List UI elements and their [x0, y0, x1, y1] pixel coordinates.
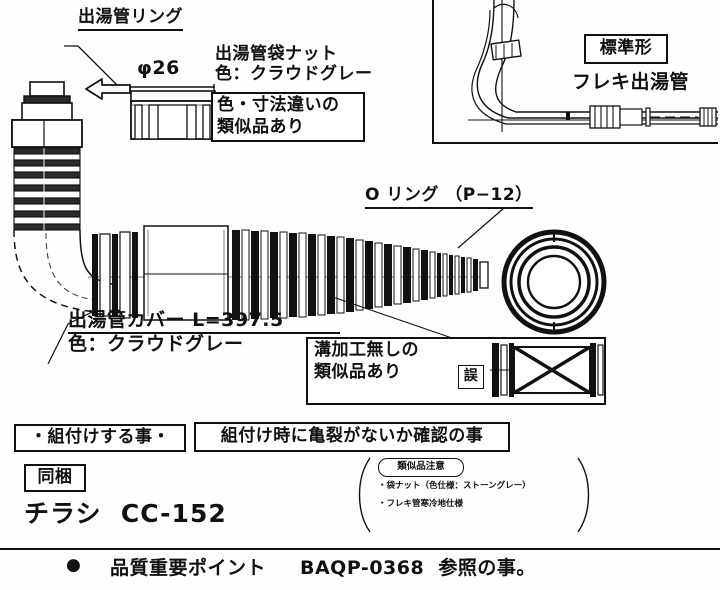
assemble-instruction-label: ・組付けする事・ — [30, 427, 170, 448]
standard-type-badge-label: 標準形 — [599, 38, 653, 59]
cover-color-label: 色：クラウドグレー — [68, 333, 244, 355]
cap-nut-warn-line-1: 色・寸法違いの — [217, 95, 340, 115]
similar-parts-caution-header-label: 類似品注意 — [397, 461, 445, 473]
outlet-ring-label: 出湯管リング — [78, 7, 183, 32]
groove-warn-line-2: 類似品あり — [314, 362, 402, 382]
similar-parts-item-1: ・フレキ管寒冷地仕様 — [378, 499, 464, 509]
inset-frame-bottom — [432, 142, 718, 144]
cap-nut-counterfeit-warning-box: 色・寸法違いの 類似品あり — [211, 92, 365, 142]
crack-check-label: 組付け時に亀裂がないか確認の事 — [220, 426, 484, 447]
corrugated-hose-main-view — [88, 225, 489, 321]
groove-warning-leader-line — [329, 295, 453, 339]
standard-type-inset-panel: 標準形 フレキ出湯管 — [432, 0, 720, 146]
outlet-pipe-cover-sleeve — [143, 225, 229, 321]
flex-pipe-vertical-assembly — [11, 81, 113, 313]
o-ring-label: O リング （P−12） — [365, 185, 533, 210]
leaflet-label: チラシ CC-152 — [24, 499, 227, 528]
bundled-badge: 同梱 — [24, 464, 86, 492]
wrong-example-badge-label: 誤 — [463, 368, 479, 385]
corrugation-ribs — [232, 229, 428, 321]
crack-check-box: 組付け時に亀裂がないか確認の事 — [194, 422, 510, 452]
cover-length-label: 出湯管カバー L=397.5 — [68, 309, 340, 335]
o-ring-end-view — [501, 229, 607, 335]
groove-warning-panel: 溝加工無しの 類似品あり 誤 — [306, 337, 606, 405]
ring-leader-line — [64, 45, 123, 91]
standard-type-badge: 標準形 — [584, 34, 668, 64]
footer-reference: BAQP-0368 参照の事。 — [300, 557, 536, 579]
footer-label: 品質重要ポイント — [110, 557, 267, 579]
similar-parts-item-0: ・袋ナット（色仕様：ストーングレー） — [378, 481, 531, 491]
cap-nut-color-label: 色：クラウドグレー — [215, 64, 373, 84]
footer-divider — [0, 548, 720, 550]
wrong-example-badge: 誤 — [458, 365, 484, 389]
elbow-outer-curve — [13, 229, 97, 313]
wrong-example-crossed-part — [490, 343, 604, 397]
cap-nut-warn-line-2: 類似品あり — [217, 117, 305, 137]
cap-nut-body — [11, 119, 83, 148]
bent-flex-pipe-drawing — [468, 0, 718, 132]
diameter-dimension-label: φ26 — [137, 57, 180, 79]
cap-nut-name-label: 出湯管袋ナット — [215, 44, 338, 64]
corrugation-stack — [13, 147, 81, 231]
inset-frame-left — [432, 0, 434, 144]
similar-parts-caution-header: 類似品注意 — [378, 458, 464, 477]
cap-nut-section-view — [129, 84, 216, 140]
right-paren-icon — [577, 457, 590, 533]
similar-parts-caution-group: 類似品注意 ・袋ナット（色仕様：ストーングレー） ・フレキ管寒冷地仕様 — [352, 456, 602, 534]
assemble-instruction-box: ・組付けする事・ — [14, 424, 186, 452]
cover-leader-line — [47, 311, 93, 365]
outlet-pipe-ring — [29, 81, 65, 97]
groove-warn-line-1: 溝加工無しの — [314, 340, 419, 360]
inset-title-label: フレキ出湯管 — [572, 71, 690, 93]
hose-threaded-end — [429, 251, 489, 299]
left-paren-icon — [358, 457, 371, 533]
footer-bullet-icon: ● — [66, 555, 82, 575]
o-ring-leader-line — [457, 207, 505, 249]
o-ring-seat — [479, 261, 489, 289]
bundled-badge-label: 同梱 — [37, 467, 73, 488]
